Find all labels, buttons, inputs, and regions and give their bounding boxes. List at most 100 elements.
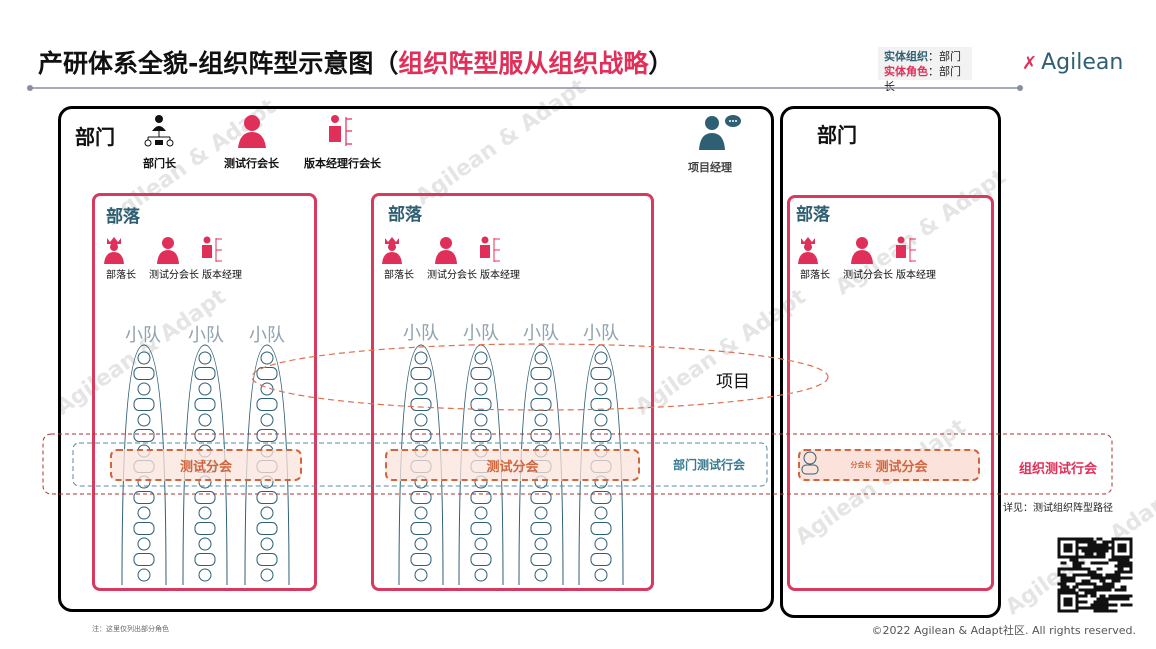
person-icon [801,451,819,475]
member-head-icon [260,537,274,551]
tribe-box [787,195,994,591]
qr-code [1057,537,1133,613]
team-label: 小队 [403,323,439,344]
member-head-icon [137,413,151,427]
member-head-icon [474,413,488,427]
member-body-icon [194,398,216,411]
member-head-icon [260,506,274,520]
role-label: 部落长 [106,270,136,281]
team-label: 小队 [188,325,224,346]
role-label: 测试分会长 [149,270,199,281]
test-chapter: 测试分会 [385,449,640,481]
legend: 实体组织：部门 实体角色：部门长 [878,47,972,93]
divider-dot [27,85,33,91]
tribe-label: 部落 [106,207,140,227]
member-body-icon [530,491,552,504]
member-head-icon [414,568,428,582]
see-also-link[interactable]: 详见：测试组织阵型路径 [1003,503,1113,514]
member-head-icon [198,568,212,582]
tribe-box [92,193,317,591]
footnote: 注：这里仅列出部分角色 [92,625,169,633]
department-box [780,106,1001,618]
role-label: 版本经理行会长 [304,157,381,170]
member-head-icon [594,537,608,551]
role-label: 部门长 [143,157,176,170]
team-label: 小队 [523,323,559,344]
copyright: ©2022 Agilean & Adapt社区. All rights rese… [871,624,1136,637]
member-head-icon [594,351,608,365]
member-head-icon [534,382,548,396]
member-head-icon [534,568,548,582]
dept-guild-label: 部门测试行会 [673,458,746,472]
member-body-icon [256,522,278,535]
member-body-icon [470,398,492,411]
role-label: 版本经理 [896,270,936,281]
divider-dot [1017,85,1023,91]
member-body-icon [194,522,216,535]
member-head-icon [260,568,274,582]
member-head-icon [198,413,212,427]
member-head-icon [414,537,428,551]
role-label: 测试行会长 [224,157,279,170]
member-head-icon [137,382,151,396]
member-body-icon [470,429,492,442]
project-ellipse [251,343,829,411]
member-body-icon [470,522,492,535]
member-body-icon [133,491,155,504]
member-head-icon [414,351,428,365]
member-body-icon [410,367,432,380]
member-head-icon [414,506,428,520]
member-body-icon [530,522,552,535]
member-head-icon [198,351,212,365]
dept-guild-boundary [72,442,768,487]
member-body-icon [530,553,552,566]
member-body-icon [410,491,432,504]
member-head-icon [474,537,488,551]
role-label: 部落长 [384,270,414,281]
member-head-icon [534,537,548,551]
member-body-icon [530,367,552,380]
role-label: 部落长 [800,270,830,281]
test-chapter: 分会长测试分会 [798,449,980,481]
member-body-icon [194,553,216,566]
role-label: 版本经理 [480,270,520,281]
member-head-icon [414,382,428,396]
member-head-icon [474,506,488,520]
member-body-icon [410,522,432,535]
team-label: 小队 [249,325,285,346]
role-label: 测试分会长 [427,270,477,281]
role-label: 测试分会长 [843,270,893,281]
member-head-icon [594,382,608,396]
tribe-box [371,193,654,591]
agilean-logo: ✗Agilean [1022,50,1124,75]
department-label: 部门 [817,123,857,147]
member-head-icon [594,568,608,582]
team-label: 小队 [583,323,619,344]
member-head-icon [534,351,548,365]
member-body-icon [590,491,612,504]
member-body-icon [470,553,492,566]
member-body-icon [410,398,432,411]
member-body-icon [133,398,155,411]
member-body-icon [470,367,492,380]
member-body-icon [194,491,216,504]
tribe-label: 部落 [796,205,830,225]
member-body-icon [133,522,155,535]
member-head-icon [137,537,151,551]
member-head-icon [594,506,608,520]
member-body-icon [590,398,612,411]
member-body-icon [590,522,612,535]
member-body-icon [256,367,278,380]
member-head-icon [260,413,274,427]
department-label: 部门 [75,125,115,149]
member-body-icon [194,429,216,442]
member-head-icon [198,506,212,520]
org-guild-boundary [42,433,1113,495]
team-label: 小队 [463,323,499,344]
member-head-icon [137,351,151,365]
member-body-icon [133,429,155,442]
member-head-icon [534,413,548,427]
team-label: 小队 [125,325,161,346]
member-body-icon [133,367,155,380]
